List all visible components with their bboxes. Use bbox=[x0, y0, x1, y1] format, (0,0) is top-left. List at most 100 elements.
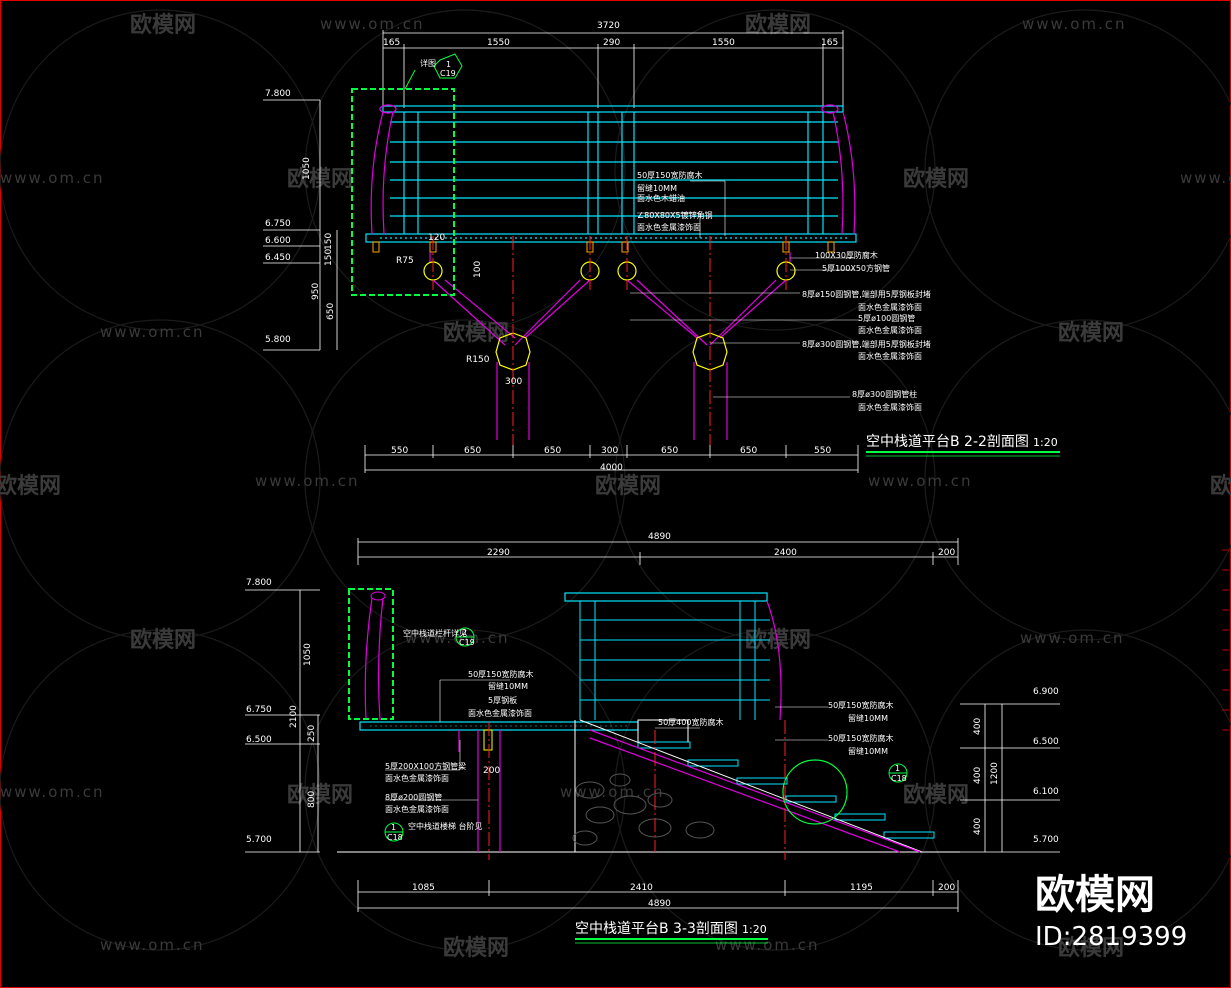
section-b-level-right: 5.700 bbox=[1033, 835, 1059, 845]
section-b-callout-b-bottom: C18 bbox=[891, 774, 907, 783]
section-b-note-leaders bbox=[385, 679, 828, 801]
section-b-note: 5厚200X100方钢管梁 bbox=[385, 761, 466, 771]
section-a-bottom-dim: 550 bbox=[814, 446, 831, 456]
section-b-level-lines-right bbox=[960, 703, 1060, 853]
section-b-bottom-dim: 2410 bbox=[630, 883, 653, 893]
section-b-axis-lines bbox=[654, 720, 786, 860]
section-b-callout-a-top: 2 bbox=[462, 628, 467, 637]
section-a-note-leaders bbox=[630, 180, 860, 398]
section-a-note: ∠80X80X5镀锌角钢 bbox=[637, 210, 713, 220]
section-b-bottom-dim-lines bbox=[357, 880, 959, 912]
section-b-level-right: 6.500 bbox=[1033, 737, 1059, 747]
section-b-bottom-dim: 200 bbox=[938, 883, 955, 893]
section-a-dim: 165 bbox=[383, 38, 400, 48]
section-b-note: 5厚钢板 bbox=[488, 695, 517, 705]
watermark-site: www.om.cn bbox=[320, 15, 425, 33]
section-a-dim-total: 3720 bbox=[597, 21, 620, 31]
section-a-note: 8厚ø300圆钢管,端部用5厚钢板封堵 bbox=[802, 339, 931, 349]
section-b-beam bbox=[483, 729, 493, 751]
section-b-note: 50厚150宽防腐木 bbox=[828, 700, 893, 710]
section-a-radius: 300 bbox=[505, 377, 522, 387]
section-b-note: 留缝10MM bbox=[488, 681, 528, 691]
section-b-callout-c-bottom: C18 bbox=[387, 833, 403, 842]
section-a-bottom-dim-lines bbox=[364, 445, 859, 473]
section-a-vert-dim: 100 bbox=[473, 261, 483, 278]
watermark-name: 欧模网 bbox=[1058, 320, 1124, 346]
section-a-level: 7.800 bbox=[265, 89, 291, 99]
brand-logo-name: 欧模网 bbox=[1035, 872, 1155, 918]
section-b-level-right: 6.100 bbox=[1033, 787, 1059, 797]
section-a-radius: R75 bbox=[396, 256, 414, 266]
section-a-scale: 1:20 bbox=[1033, 436, 1058, 449]
section-a-bottom-dim: 300 bbox=[601, 446, 618, 456]
section-b-upper-rail-post bbox=[766, 600, 782, 721]
section-b-level-lines-left bbox=[245, 589, 320, 853]
section-b-note: 50厚400宽防腐木 bbox=[658, 717, 723, 727]
section-a-note: 5厚100X50方钢管 bbox=[822, 263, 890, 273]
section-a-note: 面水色木蜡油 bbox=[637, 193, 685, 203]
watermark-site: www.om.cn bbox=[1020, 629, 1125, 647]
section-b-bottom-dim: 1085 bbox=[412, 883, 435, 893]
section-b-level-left: 7.800 bbox=[246, 578, 272, 588]
section-b-rail-post-inner bbox=[377, 597, 384, 721]
section-a-dim: 165 bbox=[821, 38, 838, 48]
section-a-note: 8厚ø150圆钢管,端部用5厚钢板封堵 bbox=[802, 289, 931, 299]
section-a-dim: 1550 bbox=[712, 38, 735, 48]
section-b-vert-dim-right: 1200 bbox=[990, 762, 1000, 785]
section-a-bottom-dim: 650 bbox=[661, 446, 678, 456]
section-b-rail-post bbox=[364, 597, 373, 721]
section-b-vert-dim-right: 400 bbox=[973, 767, 983, 784]
section-b-bottom-dim: 1195 bbox=[850, 883, 873, 893]
section-b-title: 空中栈道平台B 3-3剖面图 bbox=[575, 921, 738, 937]
section-b-callout-c-top: 1 bbox=[391, 823, 396, 832]
section-a-note: 50厚150宽防腐木 bbox=[637, 170, 702, 180]
watermark-texts: www.om.cn www.om.cn www.om.cn www.om.cn … bbox=[0, 12, 1231, 961]
section-b-dim: 200 bbox=[938, 548, 955, 558]
section-b-vert-dim-left: 250 bbox=[307, 725, 317, 742]
section-b-rail-cap bbox=[370, 591, 386, 601]
section-b-note: 面水色金属漆饰面 bbox=[468, 708, 532, 718]
section-a-title: 空中栈道平台B 2-2剖面图 bbox=[866, 434, 1029, 450]
section-b-scale: 1:20 bbox=[742, 923, 767, 936]
watermark-name: 欧模网 bbox=[1058, 935, 1124, 961]
section-a-note: 100X30厚防腐木 bbox=[815, 250, 878, 260]
watermark-name: 欧模网 bbox=[595, 473, 661, 499]
watermark-site: www.om.cn bbox=[0, 783, 105, 801]
section-a-detail-box bbox=[351, 88, 455, 296]
watermark-site: www.om.cn bbox=[1180, 169, 1231, 187]
watermark-site: www.om.cn bbox=[868, 472, 973, 490]
section-a-callout-bottom: C19 bbox=[440, 69, 456, 78]
section-a-column-heads bbox=[495, 332, 728, 371]
section-a-note: 面水色金属漆饰面 bbox=[858, 402, 922, 412]
section-a-callout-top: 1 bbox=[446, 60, 451, 69]
section-a-drawing: 3720 165 1550 290 1550 165 bbox=[263, 21, 1060, 473]
brand-id: ID:2819399 bbox=[1035, 922, 1187, 952]
section-a-level: 6.600 bbox=[265, 236, 291, 246]
section-b-detail-circle bbox=[782, 759, 848, 825]
section-a-level: 6.450 bbox=[265, 253, 291, 263]
section-b-note: 50厚150宽防腐木 bbox=[828, 733, 893, 743]
watermark-site: www.om.cn bbox=[100, 936, 205, 954]
section-a-note: 8厚ø300圆钢管柱 bbox=[852, 389, 917, 399]
section-a-callout-leader bbox=[404, 69, 416, 90]
section-b-dim: 2400 bbox=[774, 548, 797, 558]
section-b-level-left: 5.700 bbox=[246, 835, 272, 845]
section-b-vert-dim-right: 400 bbox=[973, 718, 983, 735]
watermark-name: 欧模网 bbox=[903, 166, 969, 192]
watermark-name: 欧模网 bbox=[443, 935, 509, 961]
section-b-note: 50厚150宽防腐木 bbox=[468, 669, 533, 679]
section-a-note: 5厚ø100圆钢管 bbox=[858, 313, 915, 323]
section-a-callout-hex bbox=[433, 53, 463, 79]
section-a-bottom-dim: 550 bbox=[391, 446, 408, 456]
section-a-bottom-dim: 650 bbox=[740, 446, 757, 456]
section-a-vert-dim: 650 bbox=[326, 303, 336, 320]
watermark-name: 欧模网 bbox=[0, 473, 61, 499]
section-b-upper-rail-top bbox=[564, 592, 768, 602]
right-edge-ticks bbox=[1222, 549, 1229, 731]
section-a-railing bbox=[365, 105, 857, 243]
section-a-level: 6.750 bbox=[265, 219, 291, 229]
section-a-callout-label: 详图 bbox=[420, 58, 436, 68]
section-a-top-dim-lines bbox=[382, 30, 844, 108]
watermark-site: www.om.cn bbox=[100, 323, 205, 341]
